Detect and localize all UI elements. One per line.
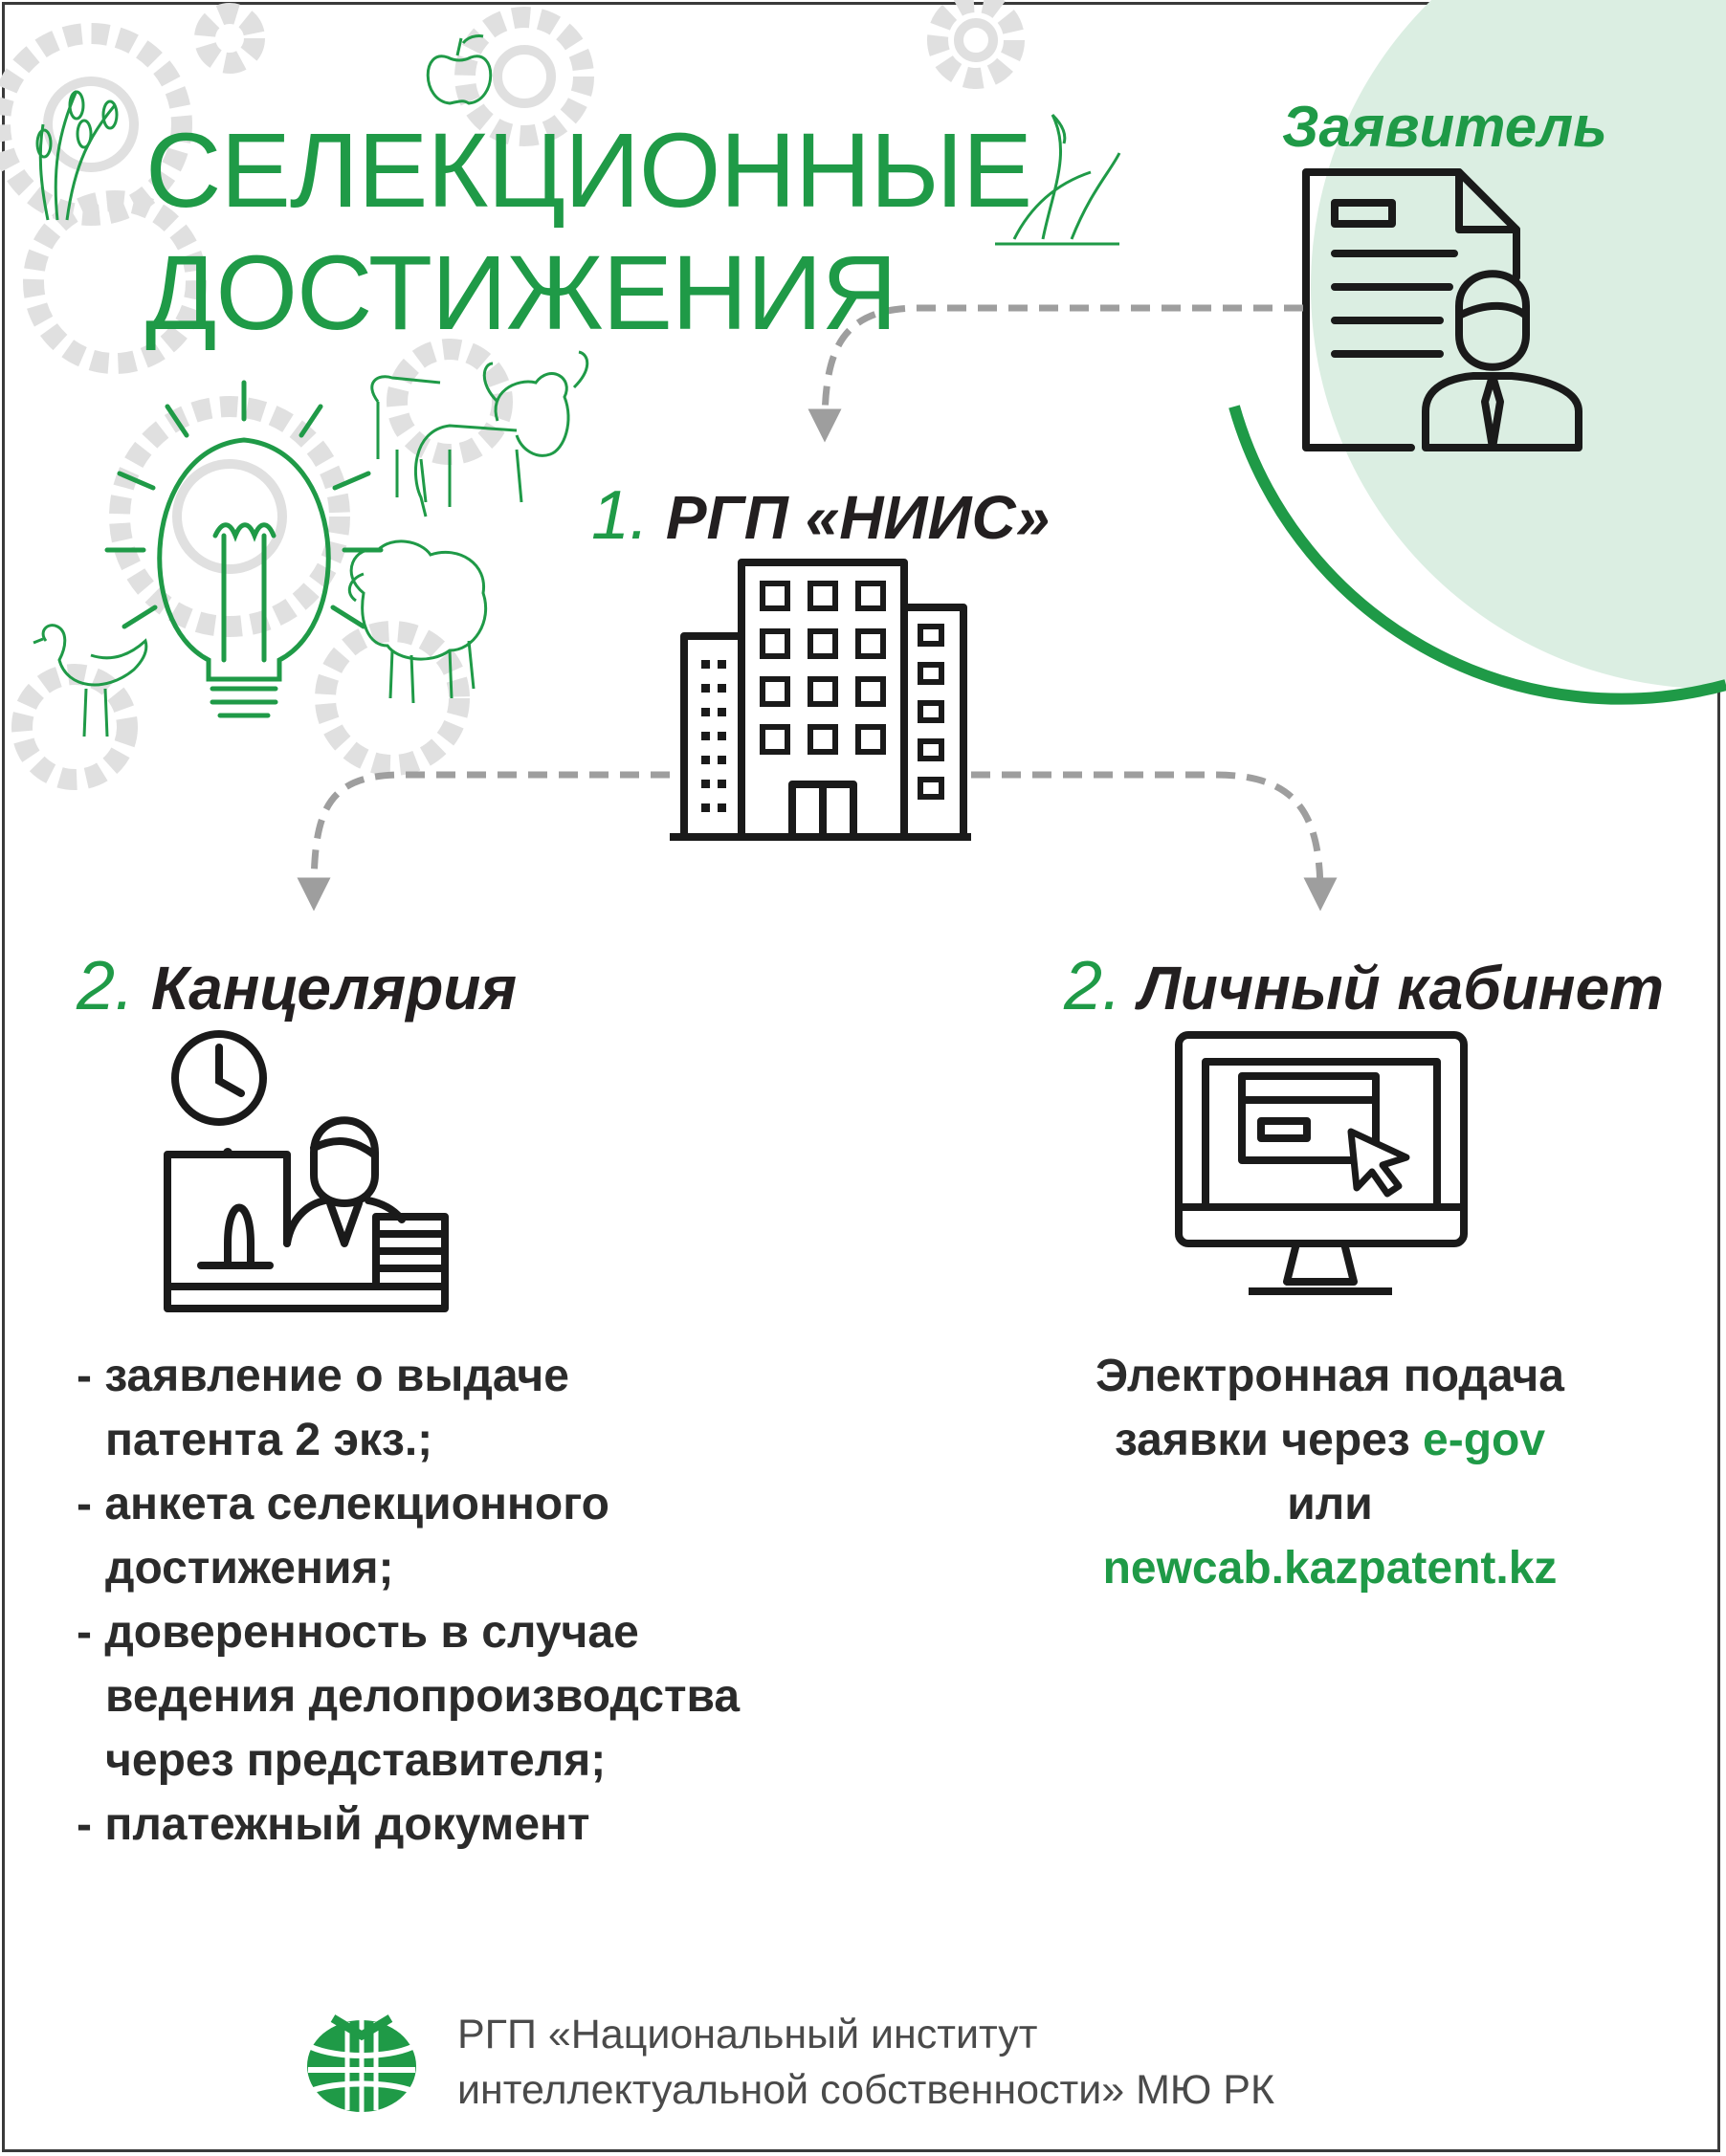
document-item-continued: достижения; xyxy=(105,1543,394,1594)
online-line-2: заявки через e-gov xyxy=(1014,1408,1646,1472)
office-worker-icon xyxy=(164,1116,449,1312)
arrow-niis-to-cabinet xyxy=(971,771,1338,912)
cow-icon xyxy=(370,375,441,503)
document-item-continued: через представителя; xyxy=(105,1735,607,1786)
document-item: - заявление о выдаче xyxy=(77,1351,569,1401)
document-item-continued: ведения делопроизводства xyxy=(105,1671,741,1722)
building-side-windows xyxy=(701,660,726,812)
online-line-3: или xyxy=(1287,1479,1373,1529)
step-niis-heading: 1. РГП «НИИС» xyxy=(591,476,1050,555)
applicant-label: Заявитель xyxy=(1282,95,1607,159)
wheat-icon xyxy=(35,90,119,221)
grass-icon xyxy=(995,113,1121,246)
step-number: 1. xyxy=(591,477,650,554)
online-submission-text: Электронная подача заявки через e-gov ил… xyxy=(1014,1344,1646,1600)
newcab-link[interactable]: newcab.kazpatent.kz xyxy=(1102,1543,1558,1594)
arrow-niis-to-office xyxy=(297,771,670,912)
computer-monitor-icon xyxy=(1175,1031,1468,1295)
chicken-icon xyxy=(33,624,148,737)
flow-arrows xyxy=(297,304,1338,912)
apple-icon xyxy=(426,34,493,105)
title-line-1: СЕЛЕКЦИОННЫЕ xyxy=(145,112,1032,230)
document-item-continued: патента 2 экз.; xyxy=(105,1415,433,1465)
step-label: РГП «НИИС» xyxy=(665,483,1051,552)
clock-icon xyxy=(171,1030,267,1126)
document-item: - платежный документ xyxy=(77,1799,590,1850)
clock-stand-dot xyxy=(223,1148,232,1157)
egov-link[interactable]: e-gov xyxy=(1423,1415,1546,1465)
organization-name-line-1: РГП «Национальный институт xyxy=(457,2012,1038,2057)
bull-icon xyxy=(414,350,589,517)
cursor-icon xyxy=(1347,1128,1410,1198)
step-label: Канцелярия xyxy=(150,954,518,1023)
organization-logo-icon xyxy=(307,2014,416,2116)
step-label: Личный кабинет xyxy=(1138,954,1665,1023)
step-number: 2. xyxy=(77,948,135,1024)
applicant-document-icon xyxy=(1302,168,1582,451)
title-line-2: ДОСТИЖЕНИЯ xyxy=(145,234,897,352)
lightbulb-icon xyxy=(104,380,384,718)
online-line-1: Электронная подача xyxy=(1095,1351,1564,1401)
building-icon xyxy=(670,559,971,841)
online-line-2-text: заявки через xyxy=(1114,1415,1424,1465)
building-windows xyxy=(760,581,944,800)
page-title: СЕЛЕКЦИОННЫЕ ДОСТИЖЕНИЯ xyxy=(145,110,1032,355)
step-office-heading: 2. Канцелярия xyxy=(77,947,517,1025)
arrow-applicant-to-niis xyxy=(808,304,1303,443)
step-cabinet-heading: 2. Личный кабинет xyxy=(1064,947,1664,1025)
document-item: - анкета селекционного xyxy=(77,1479,609,1529)
gear-hub xyxy=(43,18,998,574)
applicant-circle-arc xyxy=(1228,405,1726,705)
required-documents-list: - заявление о выдаче патента 2 экз.; - а… xyxy=(77,1344,740,1857)
document-item: - доверенность в случае xyxy=(77,1607,639,1658)
organization-name-line-2: интеллектуальной собственности» МЮ РК xyxy=(457,2067,1275,2113)
step-number: 2. xyxy=(1064,948,1122,1024)
organization-name: РГП «Национальный институт интеллектуаль… xyxy=(457,2007,1274,2118)
sheep-icon xyxy=(347,539,488,704)
